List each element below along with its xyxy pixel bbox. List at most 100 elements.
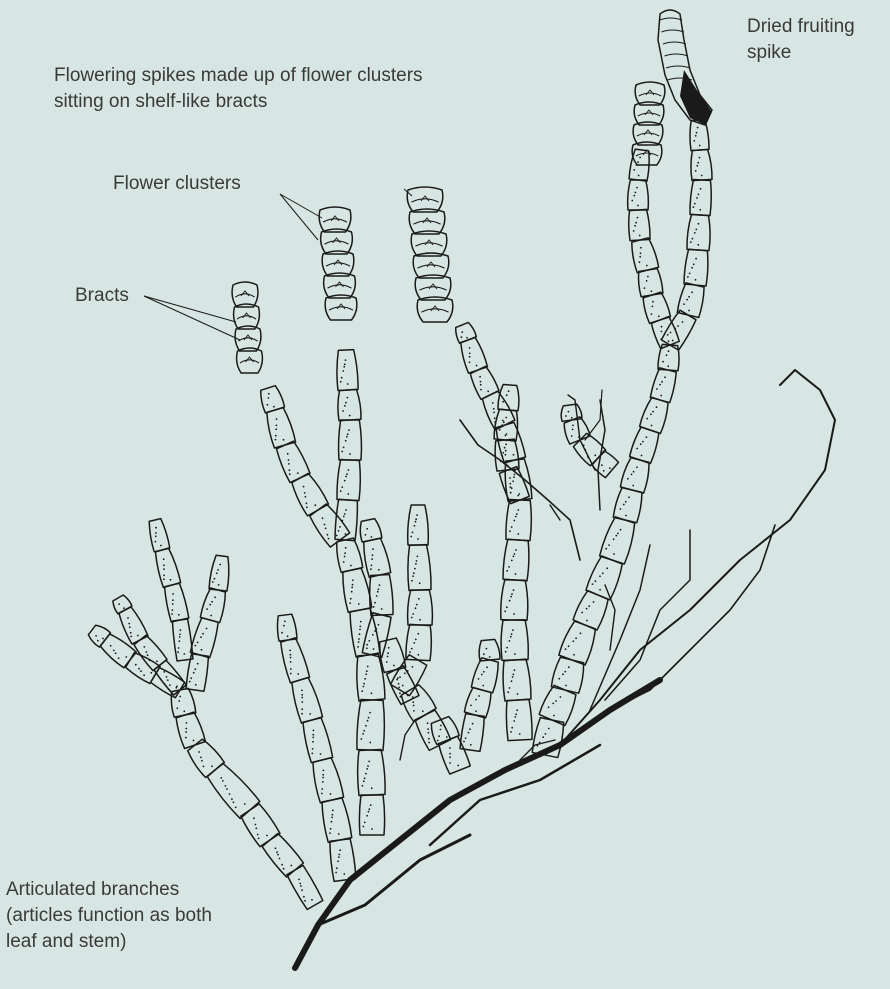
- stipple-dot: [636, 448, 638, 450]
- stipple-dot: [440, 729, 442, 731]
- stipple-dot: [327, 534, 329, 536]
- stipple-dot: [178, 614, 180, 616]
- label-line: Flowering spikes made up of flower clust…: [54, 63, 423, 89]
- stipple-dot: [180, 629, 182, 631]
- stipple-dot: [301, 708, 303, 710]
- stipple-dot: [360, 738, 362, 740]
- label-line: Articulated branches: [6, 877, 212, 903]
- stipple-dot: [276, 418, 278, 420]
- stipple-dot: [341, 486, 343, 488]
- stipple-dot: [417, 538, 419, 540]
- stipple-dot: [493, 408, 495, 410]
- stipple-dot: [268, 393, 270, 395]
- stipple-dot: [575, 637, 577, 639]
- stipple-dot: [163, 575, 165, 577]
- stipple-dot: [506, 570, 508, 572]
- stipple-dot: [371, 558, 373, 560]
- stipple-dot: [568, 666, 570, 668]
- stipple-dot: [338, 856, 340, 858]
- stipple-dot: [677, 325, 679, 327]
- stipple-dot: [110, 645, 112, 647]
- stipple-dot: [331, 817, 333, 819]
- stipple-dot: [244, 803, 246, 805]
- stipple-dot: [138, 668, 140, 670]
- stipple-dot: [586, 620, 588, 622]
- stipple-dot: [304, 900, 306, 902]
- stipple-dot: [480, 384, 482, 386]
- stipple-dot: [608, 544, 610, 546]
- stipple-dot: [695, 135, 697, 137]
- stipple-dot: [411, 580, 413, 582]
- stipple-dot: [365, 534, 367, 536]
- stipple-dot: [332, 814, 334, 816]
- stipple-dot: [637, 161, 639, 163]
- stipple-dot: [637, 205, 639, 207]
- stipple-dot: [564, 671, 566, 673]
- stipple-dot: [595, 580, 597, 582]
- stipple-dot: [510, 596, 512, 598]
- stipple-dot: [311, 899, 313, 901]
- stipple-dot: [568, 411, 570, 413]
- stipple-dot: [515, 549, 517, 551]
- stipple-dot: [338, 854, 340, 856]
- stipple-dot: [287, 453, 289, 455]
- stipple-dot: [352, 579, 354, 581]
- stipple-dot: [512, 674, 514, 676]
- stipple-dot: [364, 822, 366, 824]
- stipple-dot: [167, 679, 169, 681]
- stipple-dot: [571, 417, 573, 419]
- stipple-dot: [470, 705, 472, 707]
- stipple-dot: [323, 770, 325, 772]
- stipple-dot: [699, 209, 701, 211]
- stipple-dot: [209, 604, 211, 606]
- stipple-dot: [511, 593, 513, 595]
- stipple-dot: [368, 761, 370, 763]
- stipple-dot: [371, 787, 373, 789]
- stipple-dot: [483, 653, 485, 655]
- label-line: Dried fruiting: [747, 14, 855, 40]
- stipple-dot: [479, 376, 481, 378]
- stipple-dot: [415, 607, 417, 609]
- label-dried-fruiting-spike: Dried fruiting spike: [747, 14, 855, 66]
- stipple-dot: [276, 425, 278, 427]
- stipple-dot: [438, 735, 440, 737]
- stipple-dot: [583, 444, 585, 446]
- stipple-dot: [517, 693, 519, 695]
- stipple-dot: [470, 744, 472, 746]
- stipple-dot: [185, 731, 187, 733]
- stipple-dot: [309, 713, 311, 715]
- stipple-dot: [511, 526, 513, 528]
- stipple-dot: [343, 873, 345, 875]
- stipple-dot: [469, 728, 471, 730]
- stipple-dot: [363, 683, 365, 685]
- stipple-dot: [505, 454, 507, 456]
- stipple-dot: [393, 665, 395, 667]
- stipple-dot: [506, 606, 508, 608]
- stipple-dot: [367, 666, 369, 668]
- stipple-dot: [609, 467, 611, 469]
- stipple-dot: [627, 478, 629, 480]
- label-line: spike: [747, 40, 855, 66]
- stipple-dot: [633, 169, 635, 171]
- stipple-dot: [320, 753, 322, 755]
- stipple-dot: [641, 455, 643, 457]
- stipple-dot: [572, 640, 574, 642]
- stipple-dot: [513, 720, 515, 722]
- stipple-dot: [288, 463, 290, 465]
- stipple-dot: [352, 584, 354, 586]
- stipple-dot: [345, 402, 347, 404]
- stipple-dot: [568, 645, 570, 647]
- stipple-dot: [493, 412, 495, 414]
- stipple-dot: [640, 443, 642, 445]
- stipple-dot: [492, 402, 494, 404]
- stipple-dot: [463, 741, 465, 743]
- stipple-dot: [364, 678, 366, 680]
- stipple-dot: [301, 697, 303, 699]
- stipple-dot: [347, 433, 349, 435]
- stipple-dot: [283, 625, 285, 627]
- stipple-dot: [128, 623, 130, 625]
- label-flowering-spikes: Flowering spikes made up of flower clust…: [54, 63, 423, 115]
- stipple-dot: [193, 740, 195, 742]
